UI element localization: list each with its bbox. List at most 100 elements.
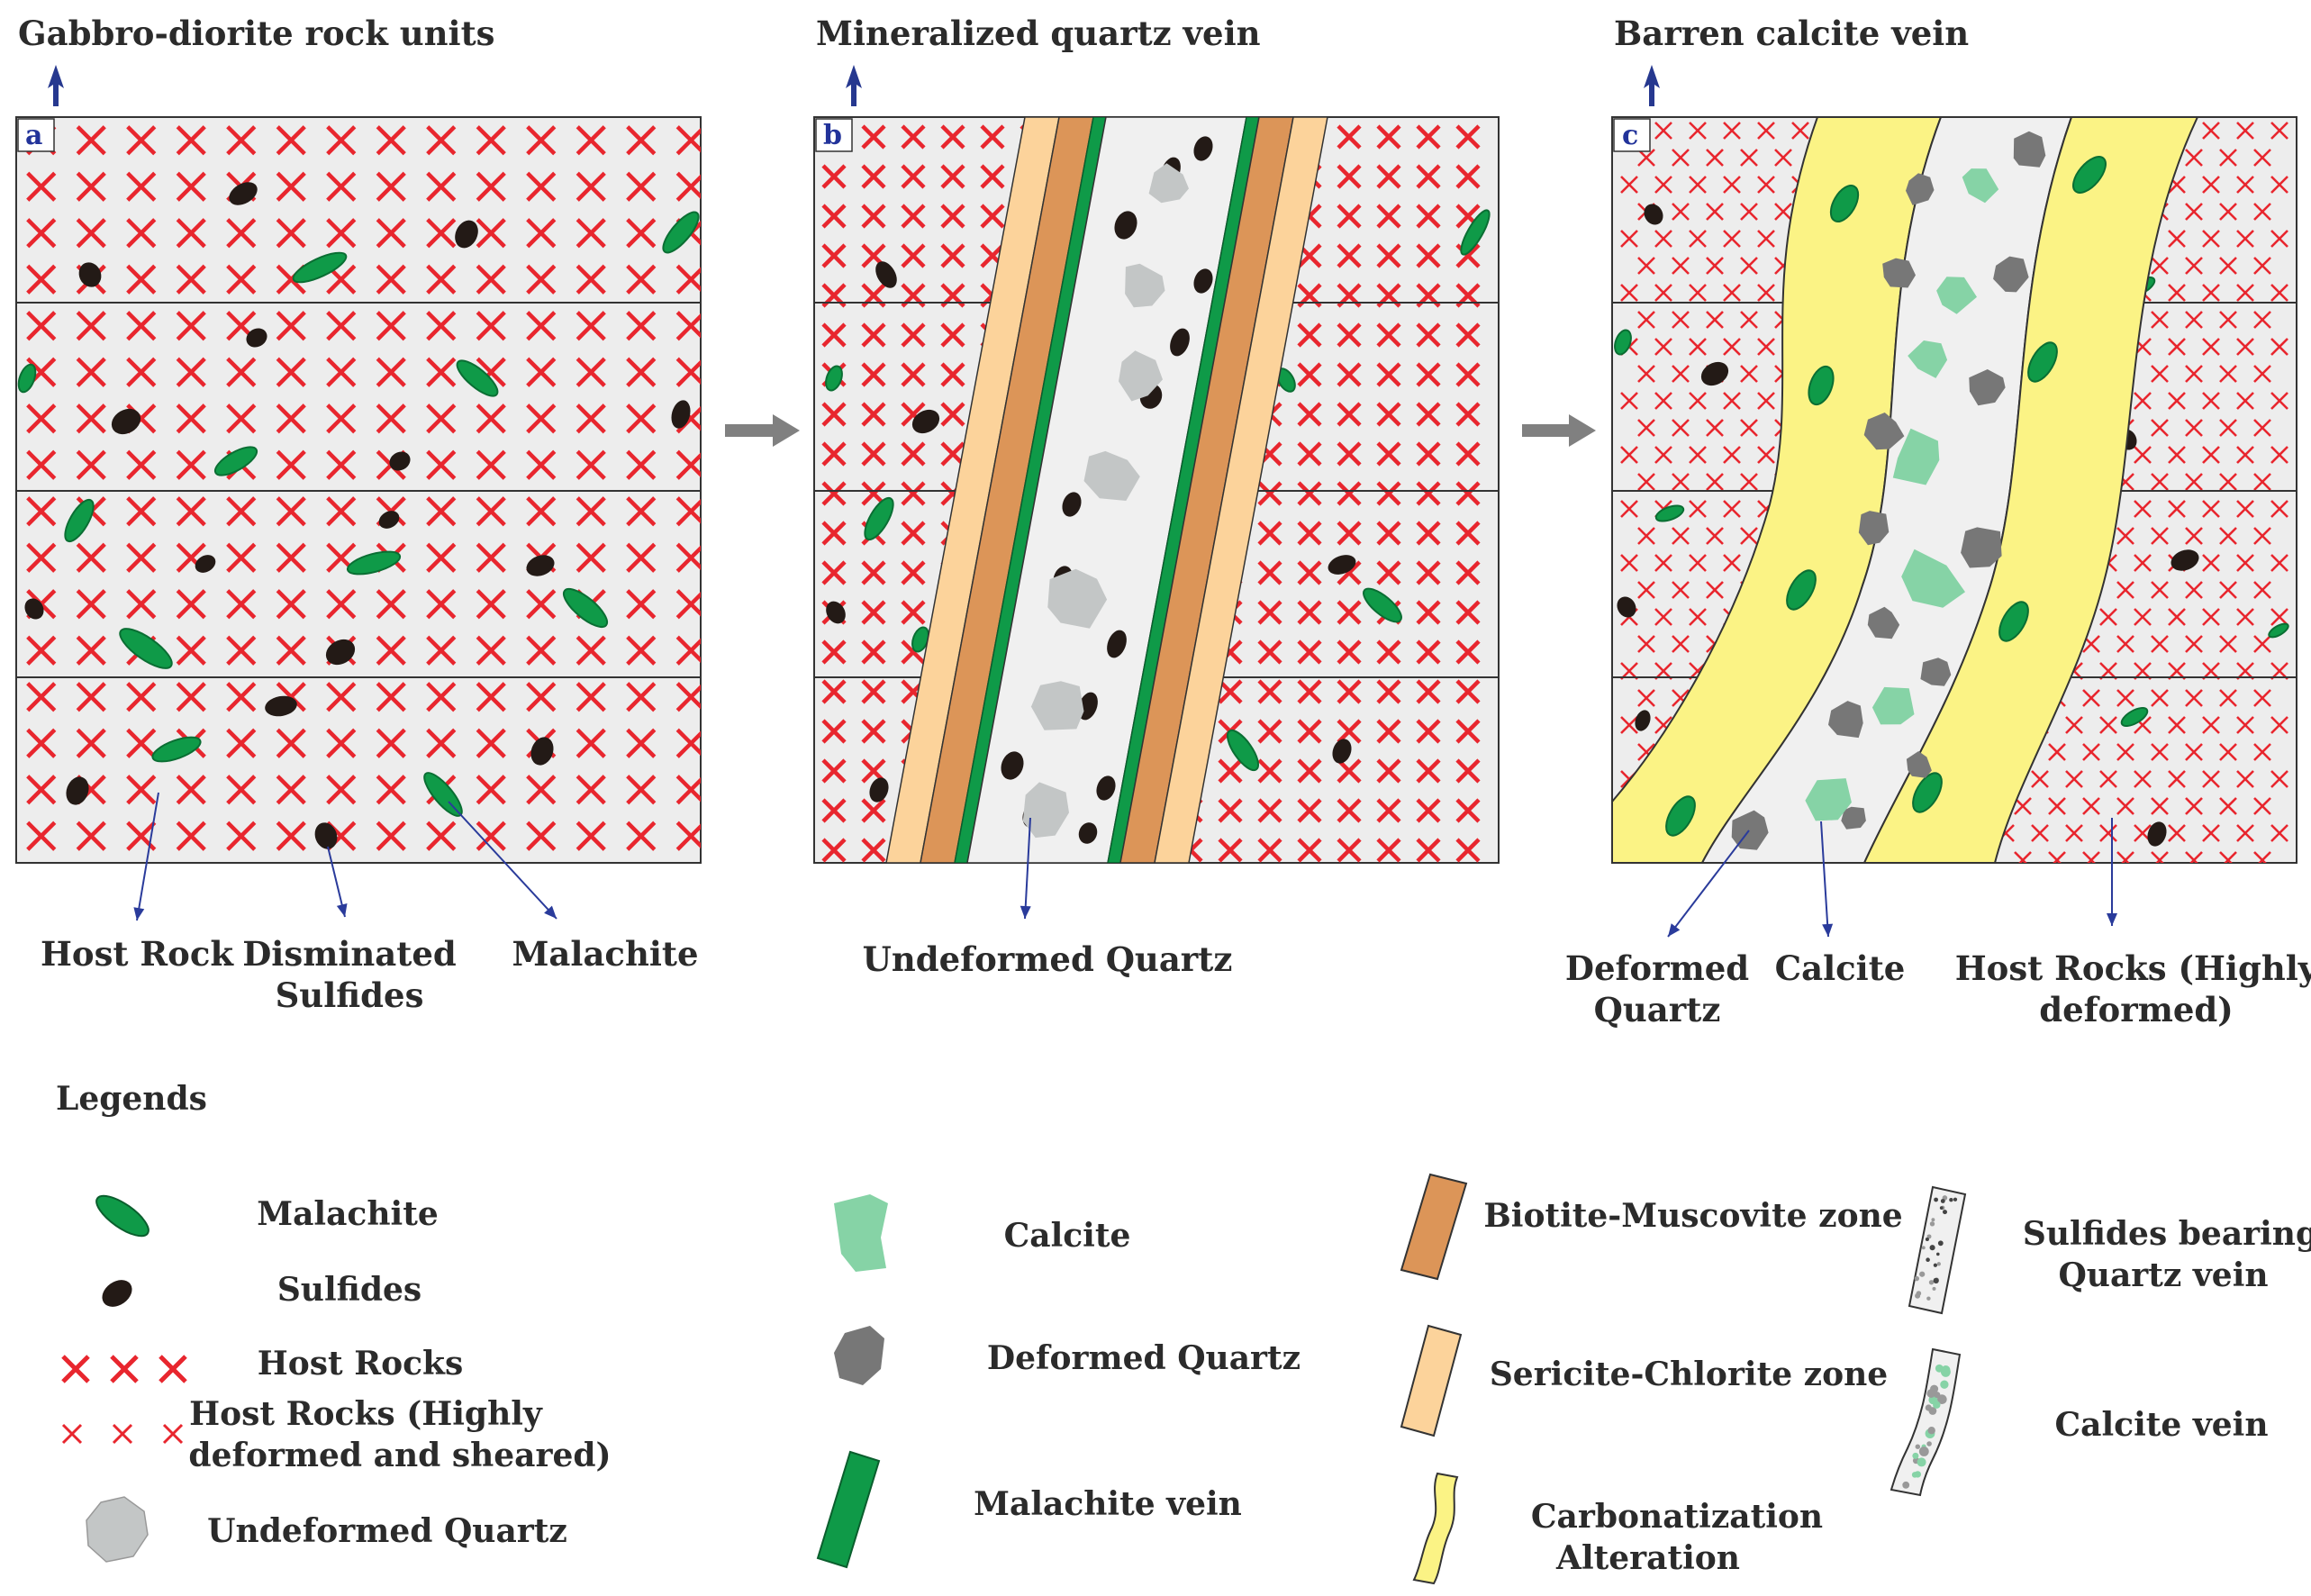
quartz-vein-contents — [1001, 136, 1213, 844]
sulfide-grain — [455, 220, 478, 249]
host-rock-x-mark — [1416, 124, 1441, 150]
host-rock-x-mark — [376, 775, 406, 805]
host-rock-x-mark — [276, 449, 306, 480]
legend-vein-dot — [1934, 1197, 1939, 1202]
host-rock-x-mark — [226, 775, 257, 805]
host-rock-x-mark — [1723, 122, 1741, 140]
host-rock-x-mark — [326, 171, 357, 202]
host-rock-x-mark — [1723, 554, 1741, 572]
legend-vein-dot — [1933, 1263, 1938, 1267]
host-rock-x-mark — [1337, 124, 1362, 150]
host-rock-x-mark — [2253, 419, 2271, 437]
sulfide-grain — [1096, 775, 1116, 801]
host-rock-x-mark — [2134, 554, 2152, 572]
host-rock-x-mark — [2270, 446, 2288, 464]
host-rock-x-mark — [1376, 243, 1401, 268]
sulfide-grain — [875, 261, 897, 288]
process-arrow-icon — [725, 414, 800, 447]
calcite-grain — [1908, 340, 1948, 378]
host-rock-x-mark — [2236, 284, 2254, 302]
host-rock-x-mark — [276, 125, 306, 156]
host-rock-x-mark — [276, 542, 306, 573]
host-rock-x-mark — [176, 311, 206, 341]
host-rock-x-mark — [1757, 338, 1775, 356]
host-rock-x-mark — [526, 496, 557, 527]
host-rock-x-mark — [2253, 581, 2271, 599]
legend-vein-dot — [1942, 1210, 1948, 1215]
host-rock-x-mark — [861, 124, 886, 150]
host-rock-x-mark — [1791, 122, 1809, 140]
host-rock-x-mark — [526, 404, 557, 434]
host-rock-x-mark — [476, 125, 506, 156]
host-rock-x-mark — [1416, 560, 1441, 585]
host-rock-x-mark — [2236, 338, 2254, 356]
host-rock-x-mark — [26, 449, 57, 480]
host-rock-x-mark — [2202, 446, 2220, 464]
host-rock-x-mark — [176, 357, 206, 387]
legend: Legends Malachite Sulfides Host Rocks Ho… — [56, 1080, 2311, 1585]
host-rock-x-mark — [1297, 560, 1322, 585]
host-rock-x-mark — [626, 264, 657, 295]
panel-c-letter: c — [1622, 120, 1638, 151]
panel-b: b Mineralized quartz vein — [813, 14, 1500, 864]
host-rock-x-mark — [1757, 284, 1775, 302]
host-rock-x-mark — [901, 204, 926, 229]
host-rock-x-mark — [2185, 635, 2203, 653]
host-rock-x-mark — [1416, 243, 1441, 268]
host-rock-x-mark — [2270, 608, 2288, 626]
host-rock-x-mark — [26, 311, 57, 341]
host-rock-x-mark — [1723, 446, 1741, 464]
host-rock-x-mark — [675, 311, 701, 341]
host-rock-x-mark — [426, 496, 457, 527]
host-rock-x-mark — [2202, 230, 2220, 248]
host-rock-x-mark — [2014, 851, 2032, 863]
host-rock-x-mark — [1672, 527, 1690, 545]
host-rock-x-mark — [326, 449, 357, 480]
host-rock-x-mark — [476, 589, 506, 620]
host-rock-x-mark — [575, 264, 606, 295]
host-rock-x-mark — [1706, 149, 1724, 167]
host-rock-x-mark — [1637, 689, 1655, 707]
host-rock-x-mark — [76, 404, 106, 434]
host-rock-x-mark — [1218, 798, 1243, 823]
host-rock-x-mark — [1337, 204, 1362, 229]
legend-vein-dot — [1937, 1240, 1944, 1247]
legend-vein-dot — [1925, 1237, 1929, 1242]
host-rock-x-mark — [126, 171, 157, 202]
host-rock-x-mark — [675, 682, 701, 712]
host-rock-x-mark — [1376, 679, 1401, 704]
host-rock-x-mark — [426, 357, 457, 387]
host-rock-x-mark — [2099, 824, 2117, 842]
host-rock-x-mark — [1740, 419, 1758, 437]
host-rock-x-mark — [2253, 851, 2271, 863]
host-rock-x-mark — [1376, 362, 1401, 387]
deformed-quartz-grain — [1882, 258, 1916, 288]
calcite-grain — [1871, 686, 1915, 725]
host-rock-x-mark — [1672, 581, 1690, 599]
host-rock-x-mark — [675, 542, 701, 573]
biotite-muscovite-zone-left — [920, 117, 1094, 863]
host-rock-x-mark — [126, 589, 157, 620]
host-rock-x-mark — [1337, 838, 1362, 863]
malachite-grain — [1912, 772, 1943, 813]
host-rock-x-mark — [2253, 311, 2271, 329]
legend-label-biotite-muscovite: Biotite-Muscovite zone — [1483, 1197, 1902, 1235]
host-rock-x-mark — [1706, 473, 1724, 491]
host-rock-x-mark — [126, 542, 157, 573]
host-rock-x-mark — [376, 311, 406, 341]
biotite-muscovite-zone-right — [1119, 117, 1294, 863]
host-rock-x-mark — [1455, 719, 1481, 744]
host-rock-x-mark — [2219, 743, 2237, 761]
host-rock-x-mark — [426, 542, 457, 573]
host-rock-x-mark — [1337, 521, 1362, 546]
host-rock-x-mark — [901, 243, 926, 268]
sulfide-grain — [526, 555, 555, 576]
deformed-quartz-grain — [1961, 527, 2002, 568]
host-rock-x-mark — [226, 635, 257, 666]
host-rock-x-mark — [1637, 581, 1655, 599]
host-rock-x-mark — [1689, 554, 1707, 572]
host-rock-x-mark — [1416, 838, 1441, 863]
sulfide-grain — [314, 822, 338, 849]
sulfide-grain — [1193, 268, 1213, 294]
